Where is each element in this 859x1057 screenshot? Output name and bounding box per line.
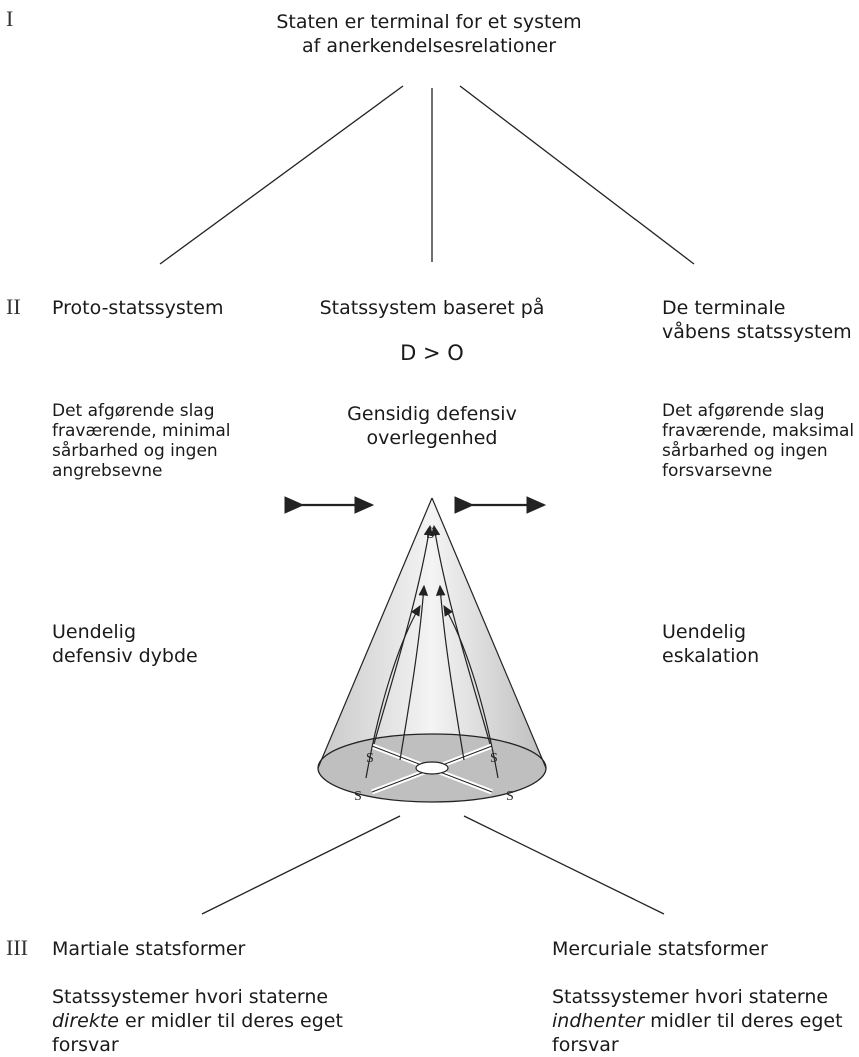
bottom-left-title: Martiale statsformer <box>52 938 246 960</box>
diagram-graphics: S S S S S <box>159 85 695 915</box>
bottom-right-emphasis: indhenter <box>552 1010 645 1032</box>
apex-state-label: S <box>426 525 435 542</box>
level-marker-2: II <box>6 294 21 319</box>
state-label-top-left: S <box>366 751 374 766</box>
left-title: Proto-statssystem <box>52 297 224 319</box>
top-node-line-2: af anerkendelsesrelationer <box>301 35 557 57</box>
connector-top-right <box>459 85 695 265</box>
bottom-right-title: Mercuriale statsformer <box>552 938 768 960</box>
state-label-bottom-right: S <box>506 789 514 804</box>
left-depth: Uendelig defensiv dybde <box>52 621 198 667</box>
center-formula: D > O <box>400 341 464 365</box>
right-description: Det afgørende slag fraværende, maksimal … <box>662 401 855 481</box>
right-escalation: Uendelig eskalation <box>662 621 760 667</box>
left-description: Det afgørende slag fraværende, minimal s… <box>52 401 231 481</box>
top-node: Staten er terminal for et system af aner… <box>229 10 629 58</box>
cone-graphic: S S S S S <box>317 497 547 804</box>
right-title: De terminale våbens statssystem <box>662 297 852 343</box>
state-label-bottom-left: S <box>354 789 362 804</box>
center-title: Statssystem baseret på <box>319 297 545 319</box>
level-marker-1: I <box>6 6 14 31</box>
level-marker-3: III <box>6 935 28 960</box>
center-description: Gensidig defensiv overlegenhed <box>347 403 517 449</box>
top-node-line-1: Staten er terminal for et system <box>276 11 582 33</box>
connector-bottom-right <box>463 815 665 915</box>
bottom-left-emphasis: direkte <box>52 1010 119 1032</box>
state-label-top-right: S <box>490 751 498 766</box>
bottom-left-description: Statssystemer hvori staterne direkte er … <box>52 986 343 1056</box>
connector-top-left <box>159 85 404 265</box>
bottom-right-description: Statssystemer hvori staterne indhenter m… <box>552 986 843 1056</box>
connector-bottom-left <box>201 815 401 915</box>
